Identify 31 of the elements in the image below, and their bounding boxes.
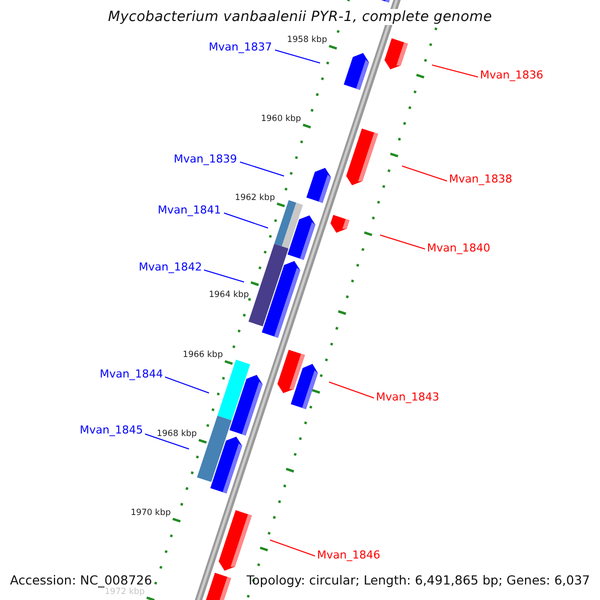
tick-label: 1964 kbp [208,290,249,300]
gene-label: Mvan_1841 [158,204,221,216]
tick-label: 1966 kbp [182,350,223,360]
gene-label: Mvan_1837 [208,40,272,54]
tick-label: 1968 kbp [156,429,197,440]
leader-line [224,212,268,228]
leader-line [240,162,284,176]
tick-label: 1960 kbp [260,114,302,124]
gene-label: Mvan_1839 [174,152,237,166]
info-text: Topology: circular; Length: 6,491,865 bp; Genes: 6,037 [246,572,590,588]
gene-label: Mvan_1846 [317,548,380,562]
leader-line [270,540,316,556]
gene-label: Mvan_1838 [449,172,512,186]
gene-label: Mvan_1836 [480,68,544,82]
gene-label: Mvan_1843 [376,390,440,404]
leader-line [274,50,320,64]
gene-label: Mvan_1845 [80,424,143,436]
leader-line [432,64,478,78]
tick-label: 1962 kbp [234,192,275,203]
gene-label: Mvan_1842 [138,260,202,274]
gene-label: Mvan_1844 [100,368,163,380]
tick-label: 1970 kbp [130,508,171,518]
tick-label: 1958 kbp [287,35,328,45]
gene-label: Mvan_1840 [427,242,490,254]
leader-line [328,382,374,398]
leader-line [402,166,448,182]
leader-line [380,234,426,250]
leader-line [164,376,210,394]
info-text: Accession: NC_008726 [10,572,152,588]
leader-line [204,270,244,282]
leader-line [144,434,190,450]
